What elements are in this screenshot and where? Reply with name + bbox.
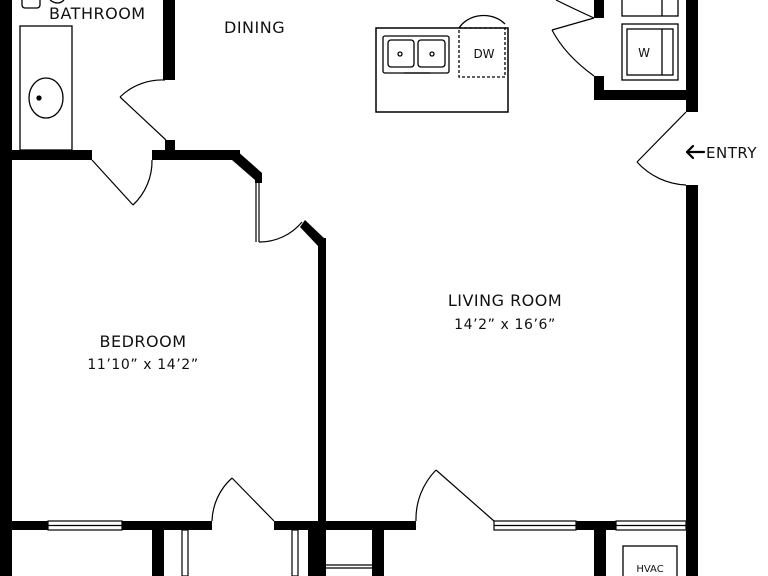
room-label-bathroom: BATHROOM <box>49 4 146 23</box>
label-entry: ENTRY <box>706 144 757 162</box>
door-closet-slide-b <box>291 529 299 576</box>
door-bath-swing <box>119 79 166 98</box>
door-laundry-swing-b <box>551 29 595 77</box>
label-washer: W <box>638 46 650 60</box>
room-label-living: LIVING ROOM <box>448 291 562 310</box>
hvac-unit <box>622 545 678 576</box>
wall-hvac-left <box>594 530 606 576</box>
windows <box>47 520 687 531</box>
door-bath <box>119 96 167 141</box>
room-dimensions-living: 14’2” x 16’6” <box>454 317 556 333</box>
wall-bath-right <box>163 0 175 80</box>
wall-bed-right-upper <box>255 173 262 183</box>
wall-bed-bottom-left <box>12 521 48 530</box>
wall-closet-a <box>152 530 164 576</box>
kitchen-island <box>375 27 509 113</box>
doors <box>91 0 687 576</box>
wall-living-bottom-left <box>326 521 416 530</box>
washer <box>621 23 679 81</box>
room-dimensions-bedroom: 11’10” x 14’2” <box>87 357 198 373</box>
wall-laundry-bottom <box>594 90 698 100</box>
wall-bed-bottom-right <box>274 521 318 530</box>
wall-bath-left <box>0 0 12 576</box>
wall-bed-diagonal <box>232 150 262 180</box>
bath-toilet-tank <box>21 0 41 9</box>
wall-bed-bottom-mid <box>122 521 212 530</box>
wall-laundry-left <box>594 0 604 18</box>
arrow-left-icon <box>685 144 706 160</box>
door-living-lower-swing <box>415 469 437 522</box>
dishwasher-door-swing <box>458 14 506 29</box>
door-entry-swing <box>636 161 687 186</box>
wall-laundry-left-lower <box>594 76 604 100</box>
room-label-bedroom: BEDROOM <box>99 332 186 351</box>
washer-inner <box>626 28 674 76</box>
kitchen-sink-basin-right <box>417 39 446 68</box>
bath-toilet-bowl <box>49 0 65 4</box>
label-hvac: HVAC <box>636 564 663 575</box>
door-closet-upper-swing <box>258 221 303 243</box>
door-bedroom-swing <box>132 159 153 206</box>
door-bedroom-lower-swing <box>211 477 233 522</box>
fixtures <box>19 0 679 576</box>
dishwasher <box>458 27 506 78</box>
door-entry <box>636 111 687 163</box>
door-bedroom-lower <box>231 477 275 522</box>
bath-sink-icon <box>28 77 64 119</box>
wall-living-bottom-right <box>576 521 616 530</box>
door-laundry-leaf <box>551 17 595 31</box>
wall-right-lower <box>686 185 698 576</box>
wall-right-upper <box>686 0 698 112</box>
bath-vanity <box>19 25 73 151</box>
bath-drain <box>36 95 42 101</box>
wall-bed-top <box>152 150 240 160</box>
label-dishwasher: DW <box>473 47 494 61</box>
walls <box>0 0 698 576</box>
door-closet-slide-a <box>181 529 189 576</box>
wall-bath-bottom <box>0 150 92 160</box>
door-laundry-swing-a <box>555 0 595 19</box>
room-label-dining: DINING <box>224 18 285 37</box>
dryer <box>621 0 679 17</box>
door-living-lower <box>435 469 495 522</box>
wall-partition <box>318 238 326 576</box>
sink-drain-right <box>429 51 435 57</box>
kitchen-sink-basin-left <box>387 39 415 68</box>
wall-closet-c <box>372 530 384 576</box>
wall-closet-b <box>308 530 318 576</box>
door-bedroom <box>91 159 134 206</box>
sink-drain-left <box>397 51 403 57</box>
